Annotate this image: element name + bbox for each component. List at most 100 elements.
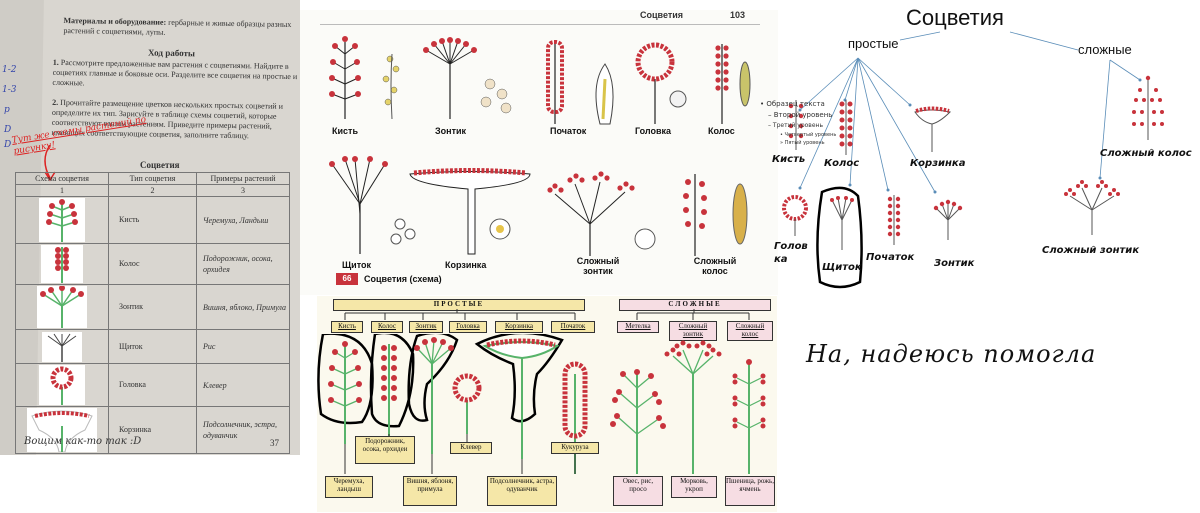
classification-diagram: Соцветия простые сложные: [760, 0, 1200, 290]
table-title: Соцветия: [140, 160, 180, 170]
head-drawing: [638, 45, 686, 124]
table-row: Щиток Рис: [16, 330, 290, 364]
inflorescence-drawings: [300, 24, 778, 274]
workbook-footer: Вощим как-то так :D: [24, 436, 141, 447]
inflorescence-table: Схема соцветия Тип соцветия Примеры раст…: [15, 172, 290, 454]
placeholder-line: – Второй уровень: [768, 111, 832, 119]
table-row: Головка Клевер: [16, 364, 290, 407]
spadix-node-icon: [888, 195, 900, 245]
label-zontik: Зонтик: [934, 258, 974, 269]
label-shchitok: Щиток: [822, 262, 862, 273]
scheme-cell: [16, 364, 109, 407]
label-compound-spike: Сложный колос: [685, 256, 745, 276]
label-compound-umbel: Сложный зонтик: [1042, 245, 1139, 256]
compound-spike-drawing: [683, 174, 747, 256]
scheme-cell: [16, 285, 109, 330]
type-box: Кисть: [331, 321, 363, 333]
umbel-node-icon: [934, 200, 962, 240]
raceme-icon: [39, 198, 85, 242]
placeholder-line: » Пятый уровень: [780, 139, 825, 147]
handwritten-message: На, надеюсь помогла: [806, 340, 1096, 368]
margin-note: 1-3: [2, 85, 17, 96]
type-box: Зонтик: [409, 321, 443, 333]
example-box-kist: Черемуха, ландыш: [325, 476, 373, 498]
umbel-drawing: [423, 37, 511, 119]
type-box: Колос: [371, 321, 403, 333]
example-box-korzinka: Подсолнечник, астра, одуванчик: [487, 476, 557, 506]
margin-note: 1-2: [2, 65, 17, 76]
label-kist: Кисть: [772, 154, 805, 165]
placeholder-line: • Четвертый уровень: [780, 131, 836, 139]
materials-label: Материалы и оборудование:: [63, 16, 166, 27]
column-number: 2: [109, 185, 197, 197]
type-cell: Головка: [109, 364, 197, 407]
label-corymb: Щиток: [342, 260, 371, 270]
example-box-golovka: Клевер: [450, 442, 492, 454]
step1-number: 1.: [53, 58, 59, 67]
head-node-icon: [784, 197, 806, 236]
example-box-sl-kolos: Пшеница, рожь, ячмень: [725, 476, 775, 506]
head-icon: [39, 365, 85, 405]
type-cell: Щиток: [109, 330, 197, 364]
table-row: Колос Подорожник, осока, орхидея: [16, 244, 290, 285]
column-number: 3: [197, 185, 290, 197]
step2-number: 2.: [52, 98, 58, 107]
type-box: Головка: [449, 321, 487, 333]
label-head: Головка: [635, 126, 671, 136]
label-korzinka: Корзинка: [910, 158, 965, 169]
spike-drawing: [715, 44, 750, 124]
label-golovka: Голов ка: [774, 240, 802, 266]
textbook-header: Соцветия: [640, 10, 683, 20]
work-title: Ход работы: [148, 48, 195, 59]
label-kolos: Колос: [824, 158, 859, 169]
scheme-cell: [16, 330, 109, 364]
table-header: Тип соцветия: [109, 173, 197, 185]
classification-scheme: ПРОСТЫЕ СЛОЖНЫЕ Кисть Колос Зонтик Голов…: [317, 296, 777, 512]
umbel-icon: [37, 286, 87, 328]
spike-node-icon: [840, 100, 853, 155]
example-box-pochatok: Кукуруза: [551, 442, 599, 454]
capitulum-node-icon: [915, 109, 950, 153]
corymb-drawing: [329, 156, 415, 254]
label-spadix: Початок: [550, 126, 586, 136]
raceme-drawing: [329, 36, 399, 119]
examples-cell: Вишня, яблоко, Примула: [197, 285, 290, 330]
table-row: Кисть Черемуха, Ландыш: [16, 197, 290, 244]
type-cell: Кисть: [109, 197, 197, 244]
compound-umbel-drawing: [547, 171, 655, 256]
examples-cell: Рис: [197, 330, 290, 364]
placeholder-line: – Третий уровень: [768, 122, 823, 130]
capitulum-drawing: [410, 171, 530, 255]
type-cell: Колос: [109, 244, 197, 285]
label-umbel: Зонтик: [435, 126, 466, 136]
examples-cell: Черемуха, Ландыш: [197, 197, 290, 244]
placeholder-line: • Образец текста: [760, 100, 825, 108]
example-box-zontik: Вишня, яблоня, примула: [403, 476, 457, 506]
margin-note: р: [4, 105, 10, 116]
type-cell: Зонтик: [109, 285, 197, 330]
example-box-metelka: Овес, рис, просо: [613, 476, 663, 506]
step1-text: Рассмотрите предложенные вам растения с …: [52, 58, 297, 87]
figure-number: 66: [336, 273, 358, 285]
scheme-cell: [16, 197, 109, 244]
label-raceme: Кисть: [332, 126, 358, 136]
examples-cell: Подорожник, осока, орхидея: [197, 244, 290, 285]
table-header: Примеры растений: [197, 173, 290, 185]
type-box: Метелка: [617, 321, 659, 333]
spadix-drawing: [548, 42, 613, 124]
label-spike: Колос: [708, 126, 735, 136]
column-number: 1: [16, 185, 109, 197]
label-pochatok: Початок: [866, 252, 914, 263]
label-capitulum: Корзинка: [445, 260, 486, 270]
table-row: Зонтик Вишня, яблоко, Примула: [16, 285, 290, 330]
type-box: Початок: [551, 321, 595, 333]
textbook-figure: Соцветия 103: [300, 10, 778, 295]
corymb-icon: [42, 332, 82, 362]
label-compound-spike: Сложный колос: [1100, 148, 1192, 159]
table-header: Схема соцветия: [16, 173, 109, 185]
examples-cell: Клевер: [197, 364, 290, 407]
example-box-sl-zontik: Морковь, укроп: [671, 476, 717, 498]
figure-caption: Соцветия (схема): [364, 274, 442, 284]
margin-note: D: [4, 125, 11, 136]
textbook-page-number: 103: [730, 10, 745, 20]
